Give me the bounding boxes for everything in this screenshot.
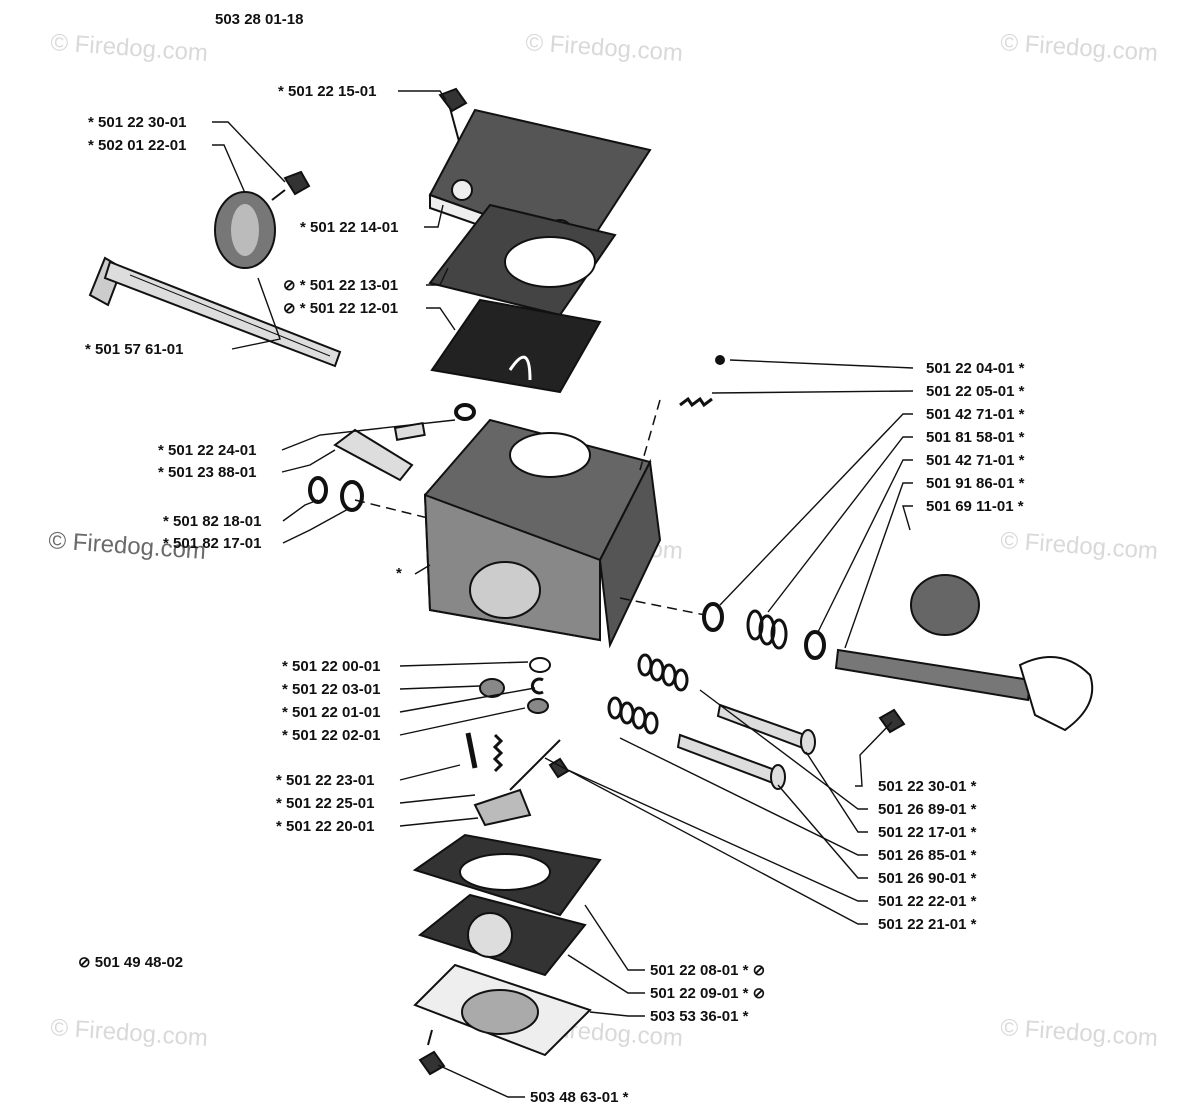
leader-lines — [212, 90, 914, 1098]
inlet-fitting — [333, 403, 476, 482]
watermark: © Firedog.com — [1000, 1014, 1159, 1052]
part-label: * 501 57 61-01 — [85, 341, 183, 358]
o-ring — [529, 657, 551, 673]
watermark: © Firedog.com — [525, 29, 684, 67]
part-label: 501 22 08-01 * ⊘ — [650, 962, 765, 979]
part-label: * 501 22 15-01 — [278, 83, 376, 100]
part-label: 501 42 71-01 * — [926, 452, 1025, 469]
part-label: 501 22 22-01 * — [878, 893, 977, 910]
kit-note: ⊘ 501 49 48-02 — [78, 954, 183, 971]
watermark: © Firedog.com — [50, 1014, 209, 1052]
cover-screw — [418, 1029, 446, 1076]
part-label: 501 26 90-01 * — [878, 870, 977, 887]
screw — [878, 708, 906, 734]
choke-valve — [910, 574, 980, 636]
clip — [530, 677, 544, 695]
washer — [702, 602, 724, 632]
part-label: * 501 22 03-01 — [282, 681, 380, 698]
metering-spring — [492, 733, 504, 773]
washer — [804, 630, 826, 660]
part-label: 501 81 58-01 * — [926, 429, 1025, 446]
mixture-needle-low — [607, 696, 786, 790]
washer — [308, 476, 328, 504]
part-label: 501 22 30-01 * — [878, 778, 977, 795]
plug — [527, 698, 549, 714]
part-label: 503 53 36-01 * — [650, 1008, 749, 1025]
assembly-number: 503 28 01-18 — [215, 11, 303, 28]
part-label: * 502 01 22-01 — [88, 137, 186, 154]
part-label: 501 26 85-01 * — [878, 847, 977, 864]
part-label: * 501 22 00-01 — [282, 658, 380, 675]
spring — [746, 609, 788, 650]
part-label: * 501 82 17-01 — [163, 535, 261, 552]
metering-cover — [413, 963, 592, 1057]
part-label: * 501 22 20-01 — [276, 818, 374, 835]
part-label: ⊘ * 501 22 13-01 — [283, 277, 398, 294]
carburetor-body — [423, 418, 662, 649]
needle-valve-ball — [715, 355, 725, 365]
part-label: * 501 22 25-01 — [276, 795, 374, 812]
cover-screw — [438, 87, 468, 146]
part-label: * 501 22 01-01 — [282, 704, 380, 721]
part-label: ⊘ * 501 22 12-01 — [283, 300, 398, 317]
filter-screen — [214, 191, 276, 269]
parts — [88, 87, 1094, 1076]
part-label: 501 26 89-01 * — [878, 801, 977, 818]
mixture-needle-high — [637, 653, 816, 755]
part-label: * 501 22 24-01 — [158, 442, 256, 459]
part-label: 501 22 21-01 * — [878, 916, 977, 933]
part-label: 501 42 71-01 * — [926, 406, 1025, 423]
metering-diaphragm — [417, 893, 587, 977]
part-label: * — [396, 565, 402, 582]
metering-gasket — [412, 833, 602, 917]
washer — [340, 480, 364, 512]
part-label: 501 22 09-01 * ⊘ — [650, 985, 765, 1002]
part-label: 501 69 11-01 * — [926, 498, 1024, 515]
part-labels: * 501 22 15-01 * 501 22 30-01 * 502 01 2… — [85, 83, 1025, 1106]
part-label: * 501 22 30-01 — [88, 114, 186, 131]
pump-diaphragm — [430, 298, 602, 394]
part-label: 501 22 17-01 * — [878, 824, 977, 841]
plug — [479, 678, 505, 698]
watermark: © Firedog.com — [50, 29, 209, 67]
part-label: * 501 22 23-01 — [276, 772, 374, 789]
pump-gasket — [428, 203, 617, 317]
part-label: * 501 82 18-01 — [163, 513, 261, 530]
part-label: * 501 22 02-01 — [282, 727, 380, 744]
watermark: © Firedog.com — [1000, 29, 1159, 67]
lever-pin — [509, 739, 561, 791]
choke-shaft — [834, 648, 1094, 732]
screw — [271, 170, 311, 201]
throttle-shaft — [88, 256, 342, 368]
part-label: 503 48 63-01 * — [530, 1089, 629, 1106]
metering-lever — [473, 788, 532, 827]
inlet-spring — [679, 396, 713, 408]
part-label: * 501 22 14-01 — [300, 219, 398, 236]
part-label: * 501 23 88-01 — [158, 464, 256, 481]
watermark: © Firedog.com — [1000, 527, 1159, 565]
part-label: 501 22 04-01 * — [926, 360, 1025, 377]
part-label: 501 22 05-01 * — [926, 383, 1025, 400]
part-label: 501 91 86-01 * — [926, 475, 1025, 492]
inlet-needle — [465, 732, 478, 769]
